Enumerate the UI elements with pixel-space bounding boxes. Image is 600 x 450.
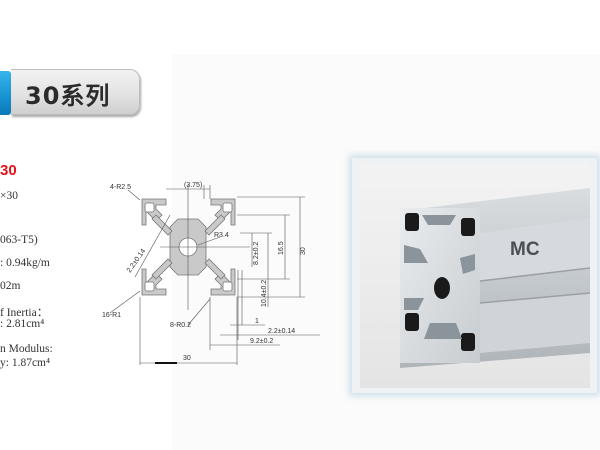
- spec-size: ×30: [0, 190, 18, 202]
- label-lip-thickness: 2.2±0.14: [268, 328, 295, 335]
- label-slot-width: 9.2±0.2: [250, 338, 273, 345]
- series-tab-accent: [0, 71, 11, 115]
- label-slot-inner: 8.2±0.2: [253, 242, 260, 265]
- series-title: 30系列: [25, 82, 111, 110]
- spec-modulus-value: y: 1.87cm⁴: [0, 357, 51, 369]
- label-edge-radius: 16-R1: [102, 312, 121, 319]
- spec-inertia-label: f Inertia：: [0, 307, 49, 319]
- aluminum-profile-illustration: MC: [400, 188, 590, 368]
- spec-material: 063-T5): [0, 234, 38, 246]
- label-width: 30: [183, 355, 191, 362]
- spec-length: 02m: [0, 280, 21, 292]
- label-height: 30: [300, 247, 307, 255]
- product-photo: MC: [360, 163, 590, 388]
- label-corner-radius: 4-R2.5: [110, 184, 131, 191]
- label-inner-radius: 8-R0.2: [170, 322, 191, 329]
- brand-mark: MC: [510, 239, 540, 260]
- profile-cross-section-drawing: 4-R2.5 (3.75) 2.2±0.14 R3.4 8.2±0.2 16.5…: [100, 175, 340, 375]
- label-top-offset: (3.75): [184, 182, 202, 189]
- cross-section-svg: 4-R2.5 (3.75) 2.2±0.14 R3.4 8.2±0.2 16.5…: [102, 182, 320, 365]
- series-tab-plate: [11, 69, 140, 115]
- label-slot-depth: 16.5: [278, 241, 285, 255]
- label-center-radius: R3.4: [214, 232, 229, 239]
- series-header-tab: 30系列: [0, 67, 142, 117]
- spec-weight: : 0.94kg/m: [0, 257, 50, 269]
- spec-inertia-value: : 2.81cm⁴: [0, 318, 45, 330]
- label-slot-height: 10.4±0.2: [261, 280, 268, 307]
- label-lip: 1: [255, 318, 259, 325]
- spec-modulus-label: n Modulus:: [0, 343, 53, 355]
- model-number: 30: [0, 162, 17, 179]
